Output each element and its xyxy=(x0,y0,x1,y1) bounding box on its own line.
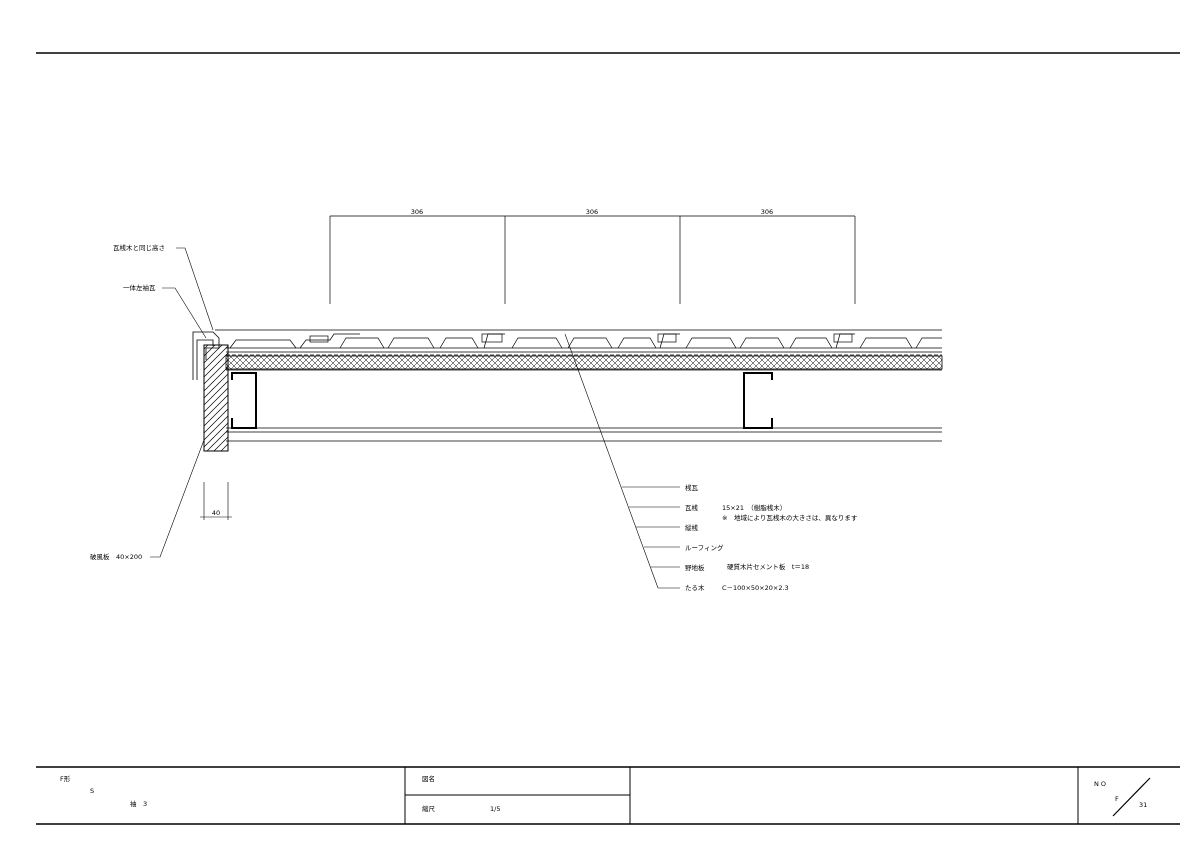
legend-sheathing: 野地板 xyxy=(685,563,705,572)
title-type-label: F形 xyxy=(60,775,71,783)
right-leaders xyxy=(564,333,680,589)
sheathing-board xyxy=(225,355,943,370)
dimension-span-3: 306 xyxy=(761,208,773,216)
dimension-lines xyxy=(329,215,856,304)
fascia-dimension xyxy=(200,482,232,520)
left-leaders xyxy=(150,247,214,558)
sheet-no-label: N O xyxy=(1094,780,1106,788)
rafter-lines xyxy=(226,369,942,442)
drawing-name-label: 図名 xyxy=(422,774,435,783)
legend-vertical-batten: 縦桟 xyxy=(685,523,699,532)
edge-tile xyxy=(192,331,220,380)
c-channel-rafter-right xyxy=(743,372,773,429)
leader-fascia-board: 破風板 40×200 xyxy=(90,552,142,561)
scale-label: 縮尺 xyxy=(422,804,436,813)
title-block xyxy=(36,766,1180,825)
legend-rafter-spec: C－100×50×20×2.3 xyxy=(722,584,789,592)
fascia-dimension-value: 40 xyxy=(212,509,220,517)
legend-roofing: ルーフィング xyxy=(685,543,724,552)
scale-value: 1/5 xyxy=(490,805,500,813)
legend-batten-spec: 15×21 （樹脂桟木） xyxy=(722,503,786,512)
legend-roof-tile: 桟瓦 xyxy=(685,483,699,492)
title-size-label: S xyxy=(90,787,94,795)
fascia-board xyxy=(203,344,229,452)
sheet-prefix: F xyxy=(1115,795,1119,803)
legend-batten: 瓦桟 xyxy=(685,503,699,512)
roofing-layers xyxy=(226,351,942,356)
sheet-number: 31 xyxy=(1139,801,1147,809)
legend-sheathing-spec: 硬質木片セメント板 t＝18 xyxy=(727,562,809,571)
leader-same-height: 瓦桟木と同じ高さ xyxy=(113,243,165,252)
leader-integrated-tile: 一体左袖瓦 xyxy=(123,283,156,292)
c-channel-rafter-left xyxy=(231,372,257,429)
dimension-span-1: 306 xyxy=(411,208,423,216)
legend-rafter: たる木 xyxy=(685,583,705,592)
title-part-label: 袖 3 xyxy=(130,799,147,808)
roof-tiles xyxy=(215,329,942,349)
legend-batten-note: ※ 地域により瓦桟木の大きさは、異なります xyxy=(722,513,858,522)
dimension-span-2: 306 xyxy=(586,208,598,216)
